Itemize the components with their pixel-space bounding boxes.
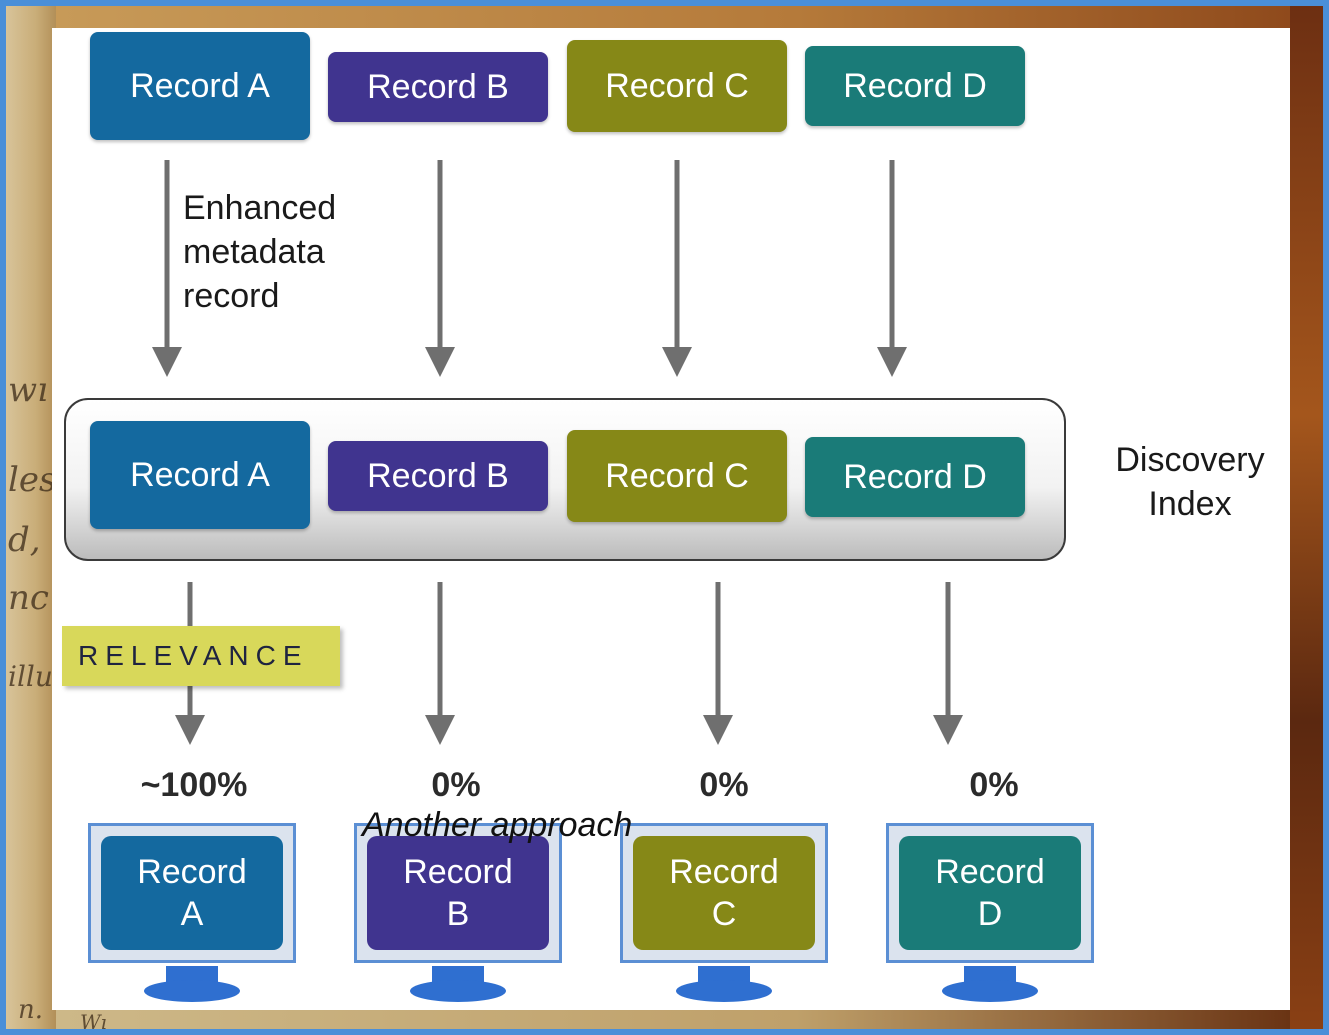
monitor-text: Record xyxy=(403,853,513,891)
monitor-screen: Record A xyxy=(101,836,283,950)
top-record-b: Record B xyxy=(328,52,548,122)
monitor-base xyxy=(942,980,1038,1002)
book-text-fragment: n. xyxy=(18,995,44,1025)
enhanced-label-line: Enhanced xyxy=(183,189,337,227)
book-background-top xyxy=(56,6,1290,28)
monitor-text: Record xyxy=(935,853,1045,891)
enhanced-label-line: record xyxy=(183,277,280,315)
book-background-bottom xyxy=(56,1010,1290,1029)
book-text-fragment: les xyxy=(8,460,57,500)
monitor-screen: Record D xyxy=(899,836,1081,950)
monitor-record-a: Record A xyxy=(88,823,296,963)
enhanced-label-line: metadata xyxy=(183,233,325,271)
book-text-fragment: wı xyxy=(8,370,48,410)
discovery-index-label: Discovery Index xyxy=(1098,438,1282,526)
monitor-record-b: Record B xyxy=(354,823,562,963)
book-text-fragment: nc xyxy=(8,578,49,618)
discovery-label-line: Index xyxy=(1148,485,1232,523)
monitor-text: D xyxy=(977,895,1003,933)
monitor-stand xyxy=(432,966,484,984)
percentage-b: 0% xyxy=(431,766,481,804)
monitor-base xyxy=(410,980,506,1002)
book-background-left xyxy=(6,6,56,1029)
monitor-screen: Record C xyxy=(633,836,815,950)
top-record-a: Record A xyxy=(90,32,310,140)
book-text-fragment: d, xyxy=(8,520,41,560)
monitor-text: Record xyxy=(669,853,779,891)
index-record-c: Record C xyxy=(567,430,787,522)
percentage-c: 0% xyxy=(699,766,749,804)
discovery-label-line: Discovery xyxy=(1115,441,1265,479)
another-approach-caption: Another approach xyxy=(362,806,633,844)
monitor-stand xyxy=(698,966,750,984)
monitor-text: B xyxy=(446,895,470,933)
percentage-a: ~100% xyxy=(140,766,248,804)
enhanced-metadata-label: Enhanced metadata record xyxy=(183,186,336,318)
book-text-fragment: illu xyxy=(8,660,53,693)
monitor-stand xyxy=(166,966,218,984)
monitor-screen: Record B xyxy=(367,836,549,950)
monitor-text: A xyxy=(180,895,204,933)
monitor-text: Record xyxy=(137,853,247,891)
relevance-tag: RELEVANCE xyxy=(62,626,340,686)
index-record-a: Record A xyxy=(90,421,310,529)
monitor-record-c: Record C xyxy=(620,823,828,963)
percentage-d: 0% xyxy=(969,766,1019,804)
book-text-fragment: Wı xyxy=(80,1010,107,1034)
top-record-d: Record D xyxy=(805,46,1025,126)
monitor-record-d: Record D xyxy=(886,823,1094,963)
monitor-text: C xyxy=(711,895,737,933)
monitor-base xyxy=(676,980,772,1002)
monitor-base xyxy=(144,980,240,1002)
index-record-d: Record D xyxy=(805,437,1025,517)
book-background-right xyxy=(1290,6,1323,1029)
index-record-b: Record B xyxy=(328,441,548,511)
top-record-c: Record C xyxy=(567,40,787,132)
monitor-stand xyxy=(964,966,1016,984)
